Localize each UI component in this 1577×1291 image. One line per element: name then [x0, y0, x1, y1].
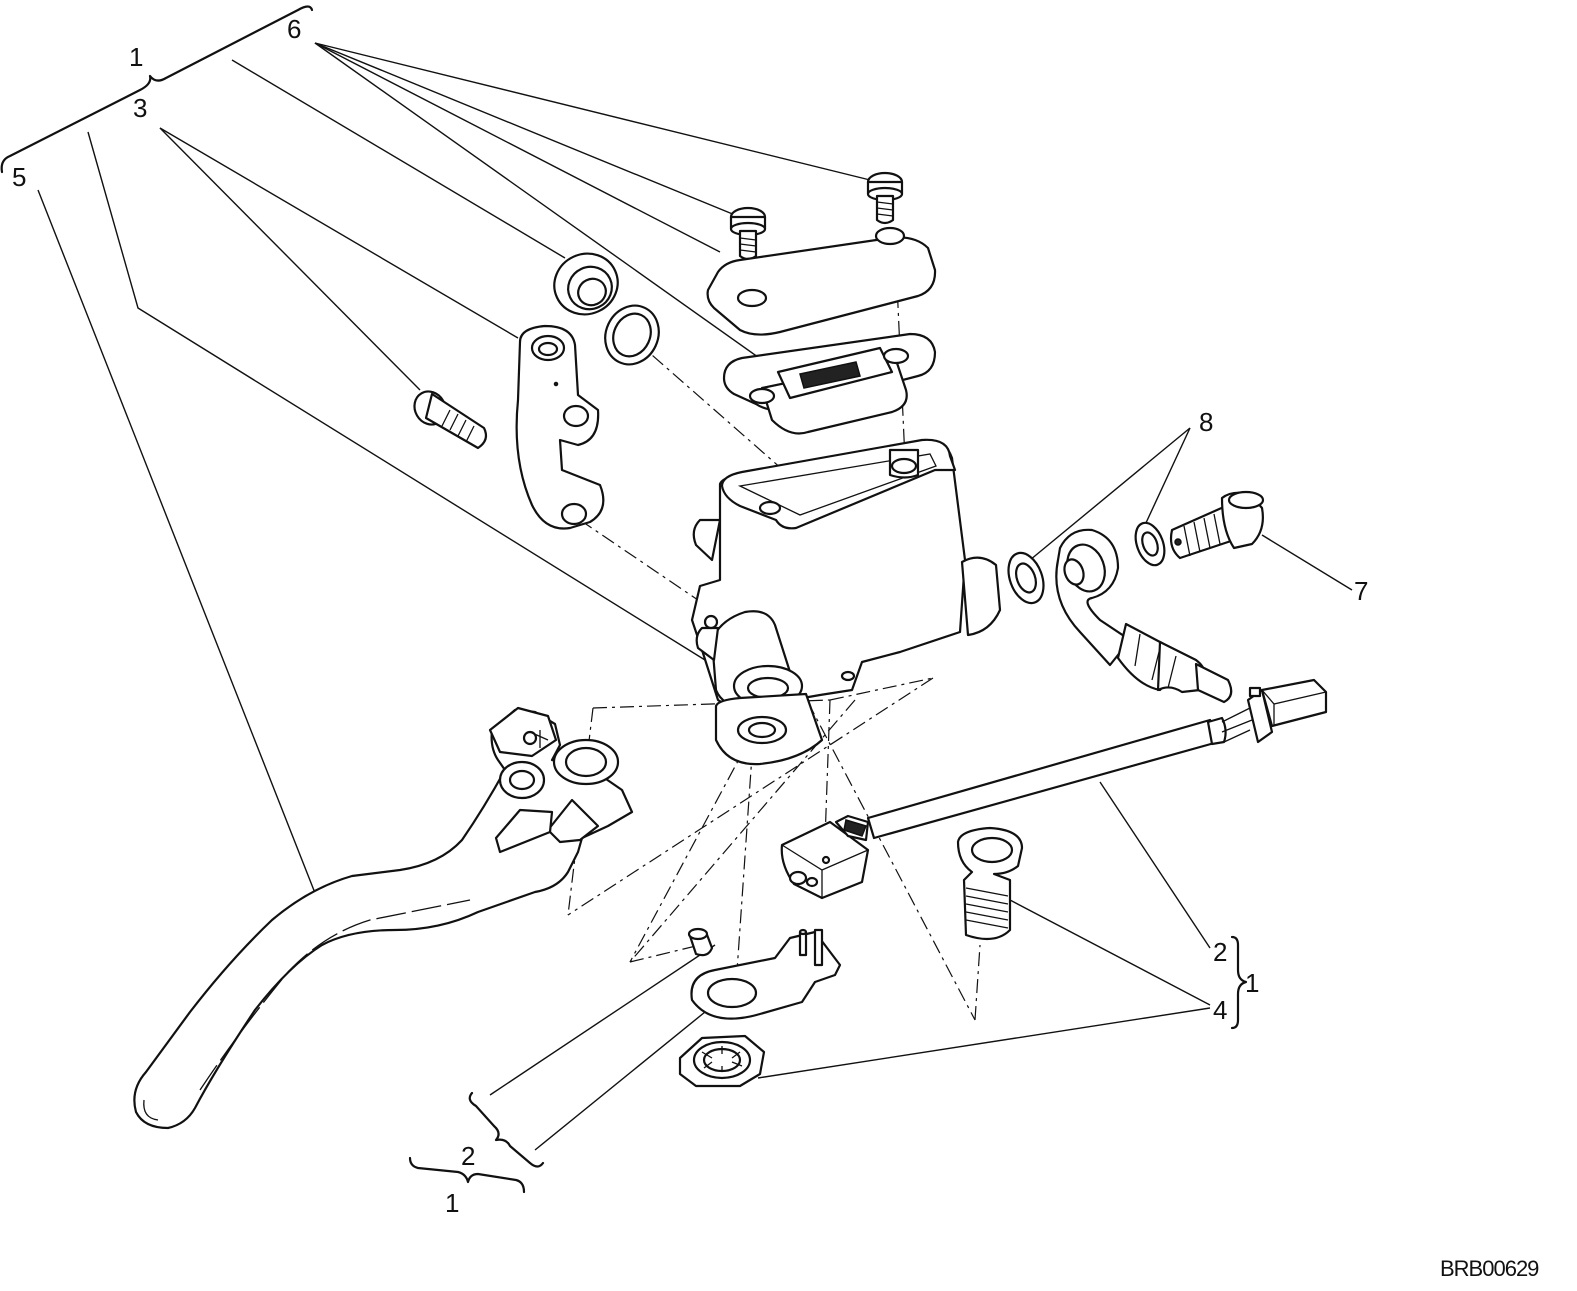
callout-1-top: 1 — [129, 42, 143, 72]
callout-6: 6 — [287, 14, 301, 44]
callout-1-bottom: 1 — [445, 1188, 459, 1218]
washer-right — [1134, 521, 1166, 567]
handlebar-clamp — [515, 324, 605, 530]
clamp-screw — [413, 390, 488, 450]
cap-screw-left — [729, 206, 767, 261]
pivot-bolt — [956, 826, 1024, 941]
o-ring — [604, 304, 660, 366]
callout-1-right: 1 — [1245, 968, 1259, 998]
master-cylinder-body — [690, 438, 1002, 766]
callout-2-right: 2 — [1213, 937, 1227, 967]
reservoir-cover — [706, 226, 937, 336]
spacer-bushing — [687, 927, 714, 957]
brace-top-left — [0, 5, 314, 174]
banjo-bolt — [1169, 490, 1265, 560]
brace-right — [1230, 935, 1248, 1030]
banjo-fitting — [1055, 528, 1233, 704]
brace-bottom-left — [468, 1091, 545, 1168]
callout-7: 7 — [1354, 576, 1368, 606]
brace-bottom — [408, 1156, 526, 1194]
switch-bracket — [690, 928, 842, 1020]
lock-nut — [678, 1034, 766, 1088]
reservoir-diaphragm — [722, 332, 937, 435]
brake-light-switch-cable — [866, 678, 1328, 840]
callout-5: 5 — [12, 162, 26, 192]
brake-lever — [133, 706, 634, 1130]
callout-4: 4 — [1213, 995, 1227, 1025]
drawing-code: BRB00629 — [1440, 1256, 1539, 1281]
piston-boot — [553, 252, 619, 316]
cap-screw-right — [866, 171, 904, 225]
grouping-braces — [0, 5, 1248, 1194]
callout-8: 8 — [1199, 407, 1213, 437]
leader-lines — [37, 42, 1353, 1151]
callout-3: 3 — [133, 93, 147, 123]
callout-2-bottom: 2 — [461, 1141, 475, 1171]
brake-light-switch — [780, 814, 870, 900]
washer-left — [1007, 551, 1045, 605]
callout-labels: 1 3 5 6 8 7 2 1 4 2 1 — [12, 14, 1368, 1218]
